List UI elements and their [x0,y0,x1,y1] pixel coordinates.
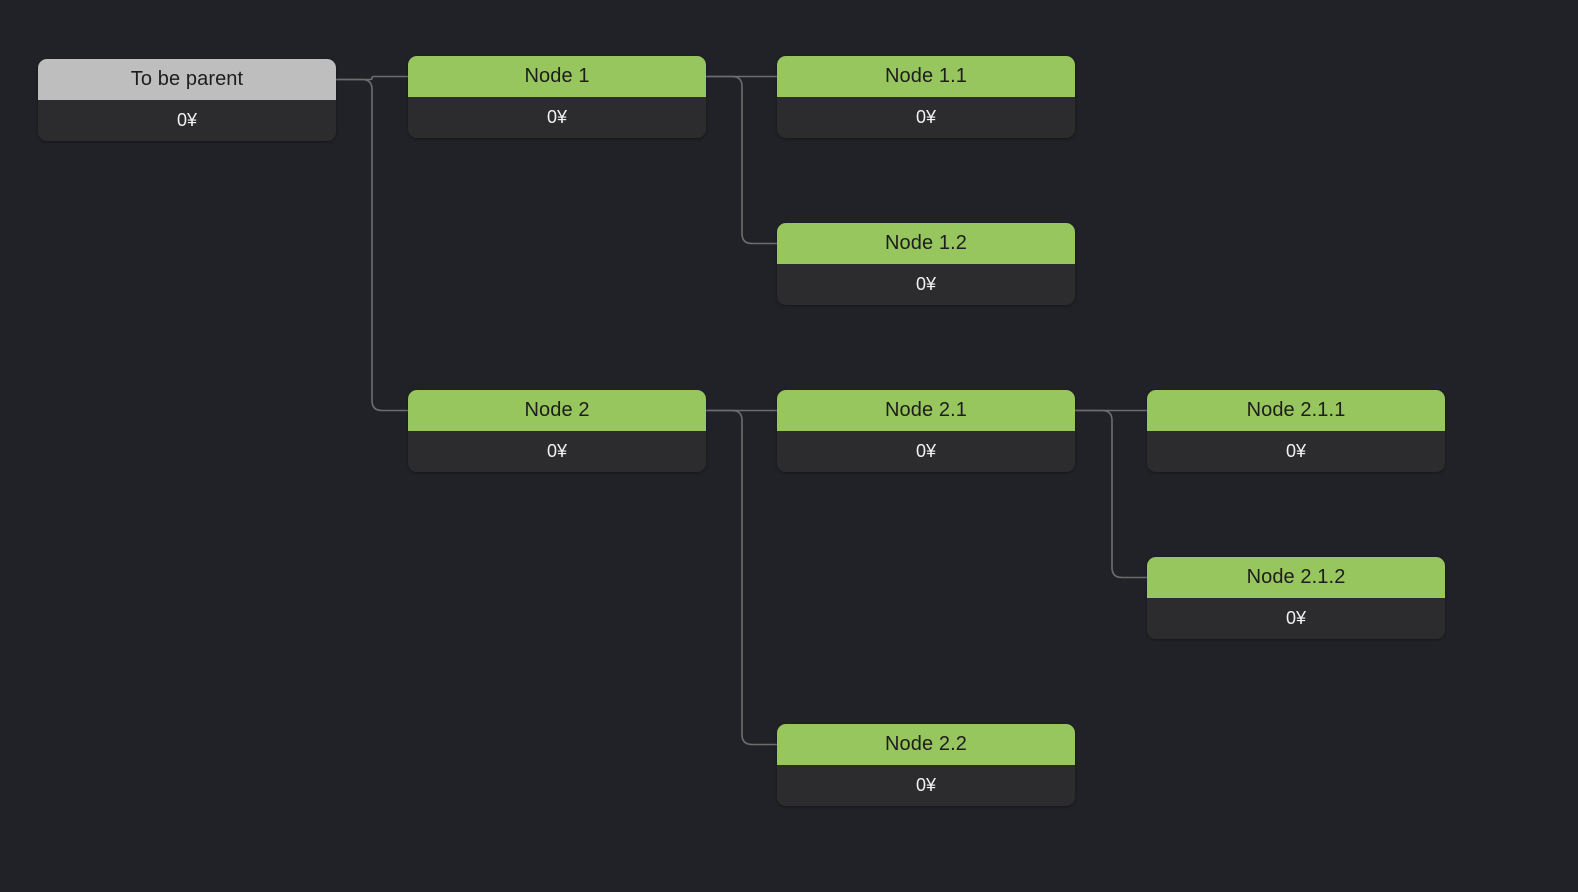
node-title[interactable]: Node 2.1 [777,390,1075,431]
node-title[interactable]: Node 1.2 [777,223,1075,264]
node-amount[interactable]: 0¥ [1147,598,1445,639]
node-amount[interactable]: 0¥ [777,431,1075,472]
node-title[interactable]: Node 2 [408,390,706,431]
node-title[interactable]: Node 2.1.1 [1147,390,1445,431]
node-amount[interactable]: 0¥ [38,100,336,141]
connector-root-to-n1 [336,75,408,81]
tree-node-n1[interactable]: 1Node 10¥ [408,56,706,138]
node-title[interactable]: Node 1 [408,56,706,97]
connector-root-to-n2 [336,78,408,412]
tree-node-n212[interactable]: 2.1.2Node 2.1.20¥ [1147,557,1445,639]
node-amount[interactable]: 0¥ [1147,431,1445,472]
node-amount[interactable]: 0¥ [777,765,1075,806]
node-title[interactable]: To be parent [38,59,336,100]
tree-node-n21[interactable]: 2.1Node 2.10¥ [777,390,1075,472]
connector-n1-to-n12 [706,75,777,245]
node-title[interactable]: Node 2.2 [777,724,1075,765]
node-title[interactable]: Node 1.1 [777,56,1075,97]
node-amount[interactable]: 0¥ [777,97,1075,138]
tree-node-n22[interactable]: 2.2Node 2.20¥ [777,724,1075,806]
node-amount[interactable]: 0¥ [408,97,706,138]
tree-node-n12[interactable]: 1.2Node 1.20¥ [777,223,1075,305]
tree-node-n2[interactable]: 2Node 20¥ [408,390,706,472]
tree-node-n211[interactable]: 2.1.1Node 2.1.10¥ [1147,390,1445,472]
tree-node-n11[interactable]: 1.1Node 1.10¥ [777,56,1075,138]
node-amount[interactable]: 0¥ [777,264,1075,305]
node-amount[interactable]: 0¥ [408,431,706,472]
connector-n2-to-n22 [706,409,777,746]
node-title[interactable]: Node 2.1.2 [1147,557,1445,598]
connector-n21-to-n212 [1075,409,1147,579]
